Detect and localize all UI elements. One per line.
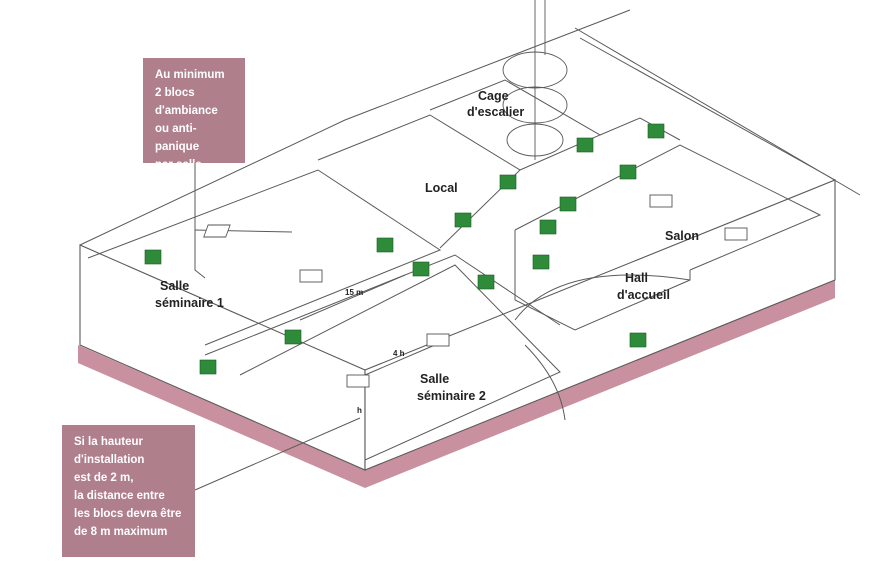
outer-wall-back [579,37,836,181]
room-label-salon: Salon [665,229,699,243]
room-label-salle1b: séminaire 1 [155,296,224,310]
wall-hall-curve2 [524,344,566,421]
ambiance-blocks [203,194,748,388]
floor-slab [78,345,365,488]
wall-salon [514,144,822,271]
exit-sign [376,237,394,253]
wall-salle2 [239,264,561,461]
exit-sign [477,274,495,290]
outer-wall-back2 [574,27,861,196]
room-label-salle2: Salle [420,372,449,386]
exit-sign [499,174,517,190]
ambiance-block [299,269,323,283]
callout-min-blocks: Au minimum 2 blocs d'ambiance ou anti-pa… [143,58,245,171]
exit-sign [619,164,637,180]
room-label-salle1: Salle [160,279,189,293]
exit-sign [454,212,472,228]
exit-sign [532,254,550,270]
exit-signs [144,123,665,375]
dim-line-15m [299,274,406,321]
room-label-hall2: d'accueil [617,288,670,302]
ambiance-block [203,224,231,238]
exit-sign [144,249,162,265]
room-label-salle2b: séminaire 2 [417,389,486,403]
wall-salon-front [514,230,691,331]
room-label-cage2: d'escalier [467,105,524,119]
ambiance-block [426,333,450,347]
ambiance-block [724,227,748,241]
ambiance-block [649,194,673,208]
wall-local [317,114,521,249]
wall-stairs [429,79,602,171]
ambiance-block [346,374,370,388]
spiral-staircase [502,0,568,160]
dim-line-4h [364,344,436,376]
wall-stair-inner [599,117,681,141]
room-label-hall: Hall [625,271,648,285]
exit-sign [647,123,665,139]
callout-bottom-leader [194,417,361,491]
floor-slab-right [365,280,835,488]
callout-distance-rule: Si la hauteur d'installation est de 2 m,… [62,425,195,557]
exit-sign [576,137,594,153]
exit-sign [559,196,577,212]
exit-sign [629,332,647,348]
exit-sign [539,219,557,235]
room-label-cage: Cage [478,89,509,103]
dim-label-4h: 4 h [393,349,405,358]
dim-label-15m: 15 m [345,288,363,297]
wall-salle1 [87,169,442,346]
exit-sign [412,261,430,277]
exit-sign [284,329,302,345]
wall-corridor [204,254,561,356]
room-label-local: Local [425,181,458,195]
exit-sign [199,359,217,375]
dim-label-h: h [357,406,362,415]
callout-top-leader [194,163,206,279]
